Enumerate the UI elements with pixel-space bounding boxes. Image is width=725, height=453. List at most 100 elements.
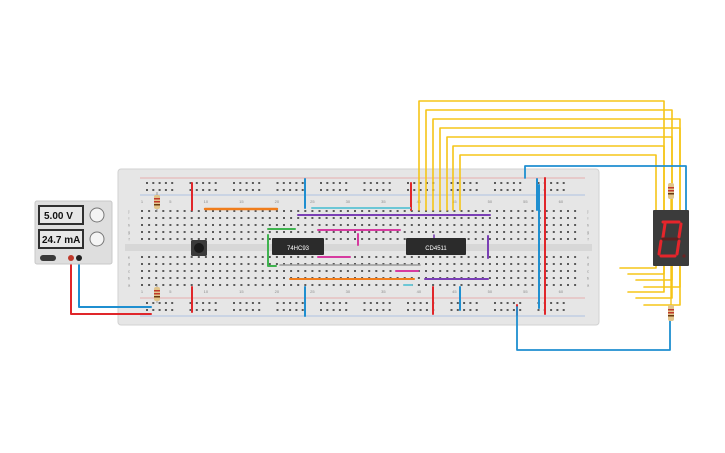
rail-hole[interactable] [388, 182, 391, 184]
hole[interactable] [162, 224, 165, 226]
rail-hole[interactable] [419, 182, 422, 184]
hole[interactable] [417, 210, 420, 212]
hole[interactable] [574, 270, 577, 272]
hole[interactable] [517, 256, 520, 258]
hole[interactable] [254, 224, 257, 226]
hole[interactable] [176, 210, 179, 212]
hole[interactable] [148, 217, 151, 219]
hole[interactable] [368, 284, 371, 286]
rail-hole[interactable] [289, 302, 292, 304]
hole[interactable] [311, 284, 314, 286]
hole[interactable] [389, 231, 392, 233]
rail-hole[interactable] [345, 182, 348, 184]
hole[interactable] [197, 270, 200, 272]
rail-hole[interactable] [295, 309, 298, 311]
hole[interactable] [197, 238, 200, 240]
hole[interactable] [496, 231, 498, 233]
hole[interactable] [503, 231, 506, 233]
hole[interactable] [531, 210, 534, 212]
hole[interactable] [488, 256, 491, 258]
hole[interactable] [552, 256, 555, 258]
rail-hole[interactable] [295, 182, 298, 184]
hole[interactable] [240, 210, 243, 212]
rail-hole[interactable] [282, 182, 285, 184]
supply-negative-wire[interactable] [78, 257, 152, 308]
hole[interactable] [410, 263, 413, 265]
hole[interactable] [524, 217, 527, 219]
hole[interactable] [361, 263, 364, 265]
hole[interactable] [339, 284, 342, 286]
rail-hole[interactable] [519, 309, 522, 311]
hole[interactable] [559, 210, 562, 212]
hole[interactable] [268, 217, 271, 219]
rail-hole[interactable] [463, 189, 466, 191]
hole[interactable] [304, 217, 307, 219]
hole[interactable] [524, 284, 527, 286]
hole[interactable] [403, 210, 406, 212]
hole[interactable] [503, 210, 506, 212]
hole[interactable] [226, 284, 229, 286]
rail-hole[interactable] [202, 302, 205, 304]
rail-hole[interactable] [245, 182, 248, 184]
hole[interactable] [467, 238, 470, 240]
hole[interactable] [275, 210, 278, 212]
hole[interactable] [240, 256, 243, 258]
rail-hole[interactable] [388, 302, 391, 304]
rail-hole[interactable] [239, 309, 242, 311]
hole[interactable] [261, 210, 264, 212]
rail-hole[interactable] [363, 309, 366, 311]
hole[interactable] [261, 231, 264, 233]
hole[interactable] [354, 210, 356, 212]
hole[interactable] [169, 270, 172, 272]
rail-hole[interactable] [195, 309, 198, 311]
hole[interactable] [389, 284, 392, 286]
hole[interactable] [361, 217, 364, 219]
hole[interactable] [155, 277, 158, 279]
rail-hole[interactable] [450, 302, 453, 304]
rail-hole[interactable] [158, 309, 161, 311]
hole[interactable] [531, 256, 534, 258]
hole[interactable] [155, 270, 158, 272]
hole[interactable] [567, 224, 569, 226]
hole[interactable] [545, 210, 548, 212]
hole[interactable] [283, 270, 285, 272]
rail-hole[interactable] [152, 182, 155, 184]
rail-hole[interactable] [456, 302, 459, 304]
hole[interactable] [311, 270, 314, 272]
hole[interactable] [233, 256, 236, 258]
hole[interactable] [141, 231, 143, 233]
hole[interactable] [219, 224, 222, 226]
hole[interactable] [325, 224, 328, 226]
hole[interactable] [389, 224, 392, 226]
rail-hole[interactable] [413, 309, 416, 311]
hole[interactable] [510, 224, 513, 226]
hole[interactable] [574, 238, 577, 240]
hole[interactable] [446, 284, 449, 286]
hole[interactable] [141, 277, 143, 279]
hole[interactable] [247, 270, 250, 272]
hole[interactable] [226, 231, 229, 233]
hole[interactable] [446, 256, 449, 258]
hole[interactable] [552, 210, 555, 212]
rail-hole[interactable] [494, 182, 496, 184]
hole[interactable] [517, 284, 520, 286]
hole[interactable] [290, 224, 293, 226]
segment-wire[interactable] [418, 100, 665, 293]
hole[interactable] [432, 256, 435, 258]
hole[interactable] [403, 256, 406, 258]
hole[interactable] [261, 224, 264, 226]
hole[interactable] [460, 217, 463, 219]
hole[interactable] [559, 224, 562, 226]
rail-hole[interactable] [320, 302, 322, 304]
hole[interactable] [311, 210, 314, 212]
hole[interactable] [204, 277, 207, 279]
hole[interactable] [446, 270, 449, 272]
hole[interactable] [354, 224, 356, 226]
hole[interactable] [432, 284, 435, 286]
hole[interactable] [531, 277, 534, 279]
rail-hole[interactable] [208, 182, 211, 184]
hole[interactable] [474, 231, 477, 233]
rail-hole[interactable] [345, 302, 348, 304]
hole[interactable] [254, 210, 257, 212]
rail-hole[interactable] [332, 309, 335, 311]
